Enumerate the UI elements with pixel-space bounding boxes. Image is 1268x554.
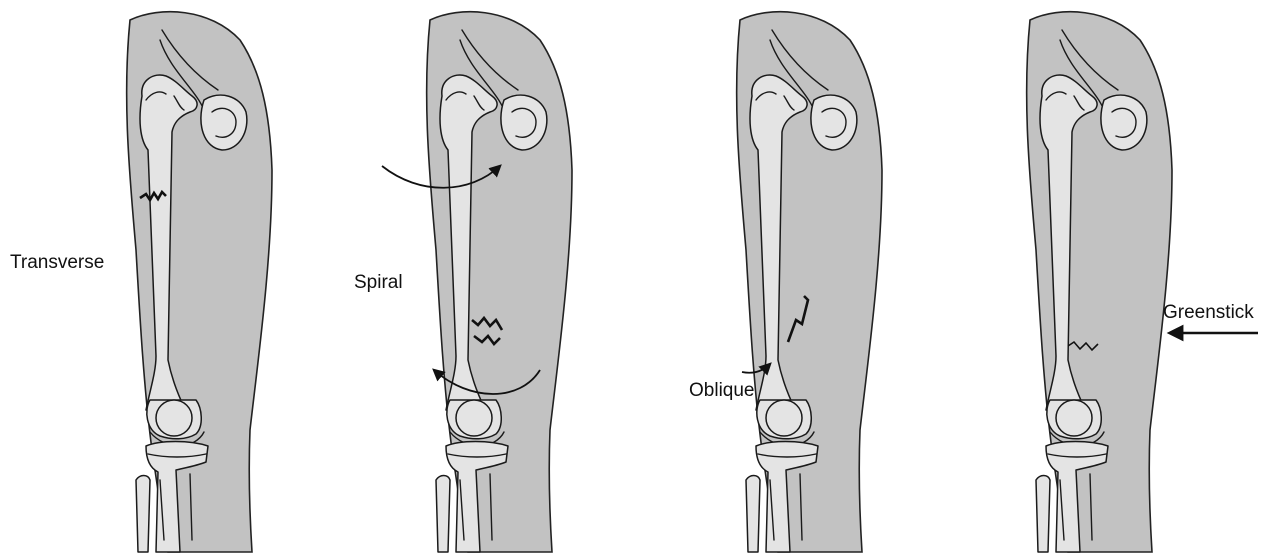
leg-femur-illustration [427, 12, 572, 552]
label-transverse: Transverse [10, 252, 104, 273]
panel-spiral: Spiral [354, 12, 572, 552]
leg-femur-illustration [1027, 12, 1172, 552]
label-greenstick: Greenstick [1163, 302, 1254, 323]
panel-oblique: Oblique [689, 12, 882, 552]
label-oblique: Oblique [689, 380, 755, 401]
panel-greenstick: Greenstick [1027, 12, 1258, 552]
panel-transverse: Transverse [10, 12, 272, 552]
leg-femur-illustration [127, 12, 272, 552]
label-spiral: Spiral [354, 272, 403, 293]
leg-femur-illustration [737, 12, 882, 552]
